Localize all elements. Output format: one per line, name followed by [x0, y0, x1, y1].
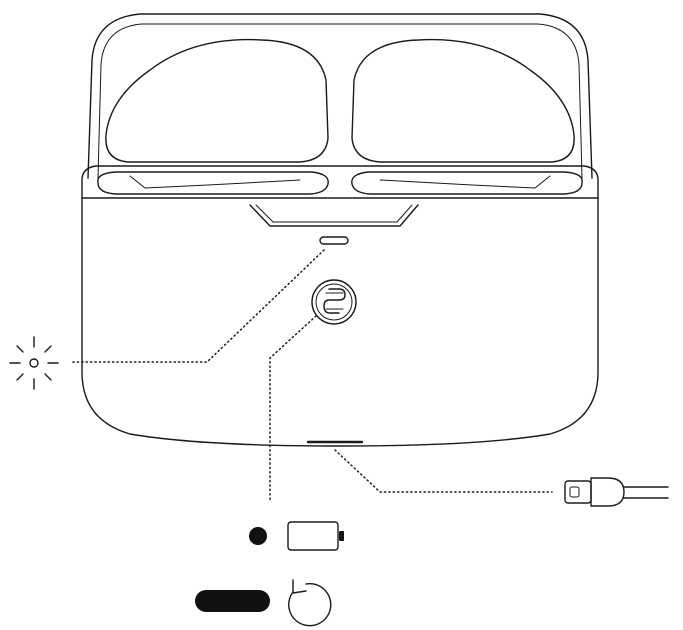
case-rim	[81, 165, 599, 199]
callout-button	[269, 315, 317, 501]
callout-led	[71, 249, 325, 363]
right-earbud-cavity	[351, 38, 575, 163]
lid-notch	[249, 204, 419, 227]
short-press-dot-icon	[249, 527, 267, 545]
light-blink-icon	[9, 336, 59, 390]
case-body	[81, 197, 599, 447]
left-earbud-cavity	[105, 38, 329, 163]
battery-icon	[287, 521, 344, 551]
case-lid	[87, 13, 593, 179]
left-earbud-seat	[97, 171, 329, 195]
reset-arrow-icon	[288, 579, 332, 627]
long-press-bar-icon	[195, 590, 270, 612]
led-indicator-icon	[319, 236, 349, 245]
usb-c-cable-icon	[564, 477, 669, 507]
earbuds-charging-case-icon	[81, 165, 599, 447]
logo-button-icon[interactable]	[311, 279, 357, 325]
callout-port	[334, 449, 553, 493]
right-earbud-seat	[351, 171, 583, 195]
